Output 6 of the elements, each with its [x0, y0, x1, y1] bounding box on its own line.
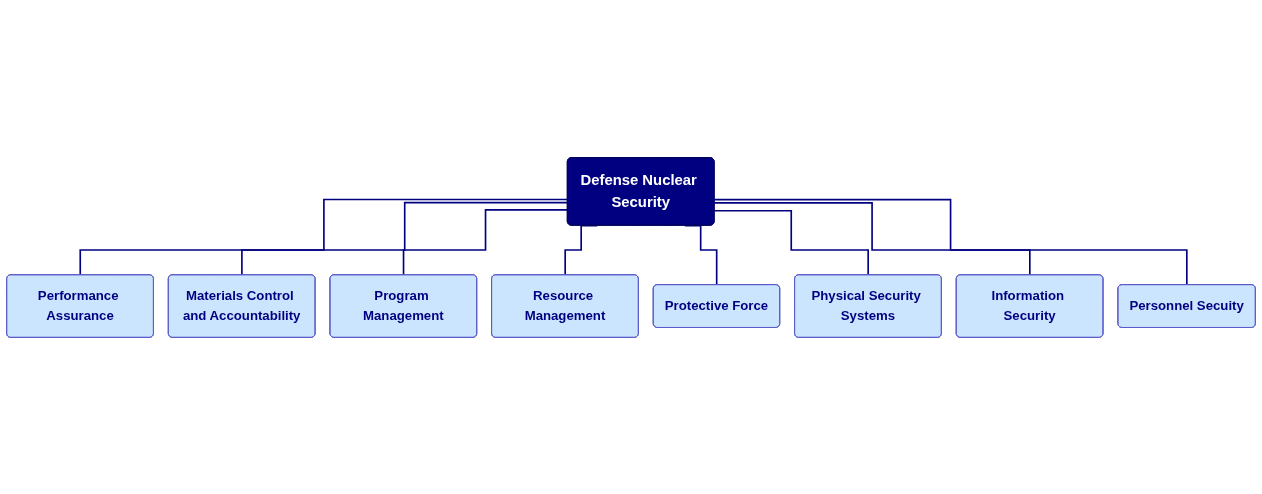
connector: [241, 201, 569, 276]
connector: [713, 198, 1188, 286]
connector: [402, 208, 569, 276]
connector: [79, 198, 569, 276]
connector: [713, 201, 1031, 276]
connector: [713, 209, 870, 276]
